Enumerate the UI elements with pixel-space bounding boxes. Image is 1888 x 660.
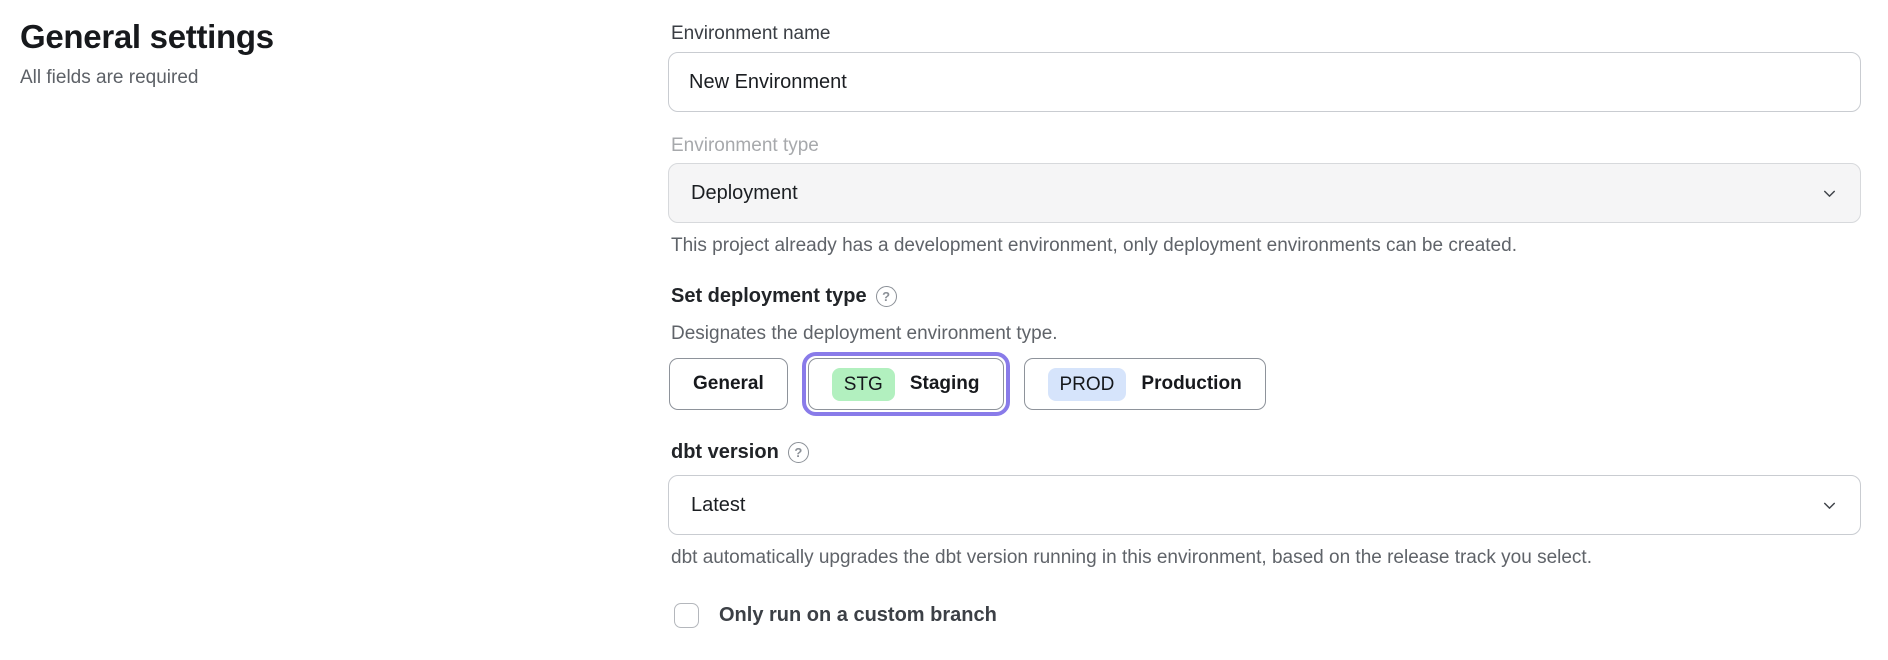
help-icon[interactable]: ?: [787, 441, 809, 463]
deployment-option-general-label: General: [693, 373, 764, 394]
chevron-down-icon: [1821, 185, 1838, 202]
environment-type-select: Deployment: [668, 163, 1861, 223]
deployment-option-production-label: Production: [1141, 373, 1242, 394]
deployment-type-helper: Designates the deployment environment ty…: [671, 323, 1058, 344]
deployment-type-options: General STG Staging PROD Production: [668, 352, 1861, 416]
deployment-option-staging[interactable]: STG Staging: [807, 358, 1004, 410]
deployment-type-label: Set deployment type: [671, 285, 867, 307]
custom-branch-checkbox[interactable]: [674, 602, 699, 628]
selected-option-ring: STG Staging: [801, 352, 1010, 416]
deployment-type-label-row: Set deployment type ?: [668, 283, 1861, 309]
environment-type-value: Deployment: [691, 181, 798, 204]
dbt-version-select[interactable]: Latest: [668, 475, 1861, 535]
dbt-version-helper: dbt automatically upgrades the dbt versi…: [671, 547, 1592, 568]
page-subtitle: All fields are required: [20, 67, 199, 88]
environment-form: Environment name Environment type Deploy…: [668, 0, 1861, 628]
environment-type-label: Environment type: [671, 135, 819, 156]
environment-name-input[interactable]: [668, 52, 1861, 112]
environment-type-helper: This project already has a development e…: [671, 235, 1517, 256]
section-header: General settings All fields are required: [20, 16, 620, 91]
dbt-version-value: Latest: [691, 493, 746, 516]
page-title: General settings: [20, 18, 274, 55]
dbt-version-label-row: dbt version ?: [668, 439, 1861, 465]
custom-branch-row: Only run on a custom branch: [668, 602, 1861, 628]
environment-name-label: Environment name: [671, 23, 831, 44]
deployment-option-staging-label: Staging: [909, 373, 980, 394]
production-badge: PROD: [1047, 367, 1127, 401]
dbt-version-label: dbt version: [671, 441, 779, 463]
chevron-down-icon: [1821, 497, 1838, 514]
staging-badge: STG: [831, 367, 895, 401]
custom-branch-label: Only run on a custom branch: [719, 604, 997, 626]
help-icon[interactable]: ?: [875, 285, 897, 307]
deployment-option-production[interactable]: PROD Production: [1023, 358, 1266, 410]
deployment-option-general[interactable]: General: [669, 358, 788, 410]
